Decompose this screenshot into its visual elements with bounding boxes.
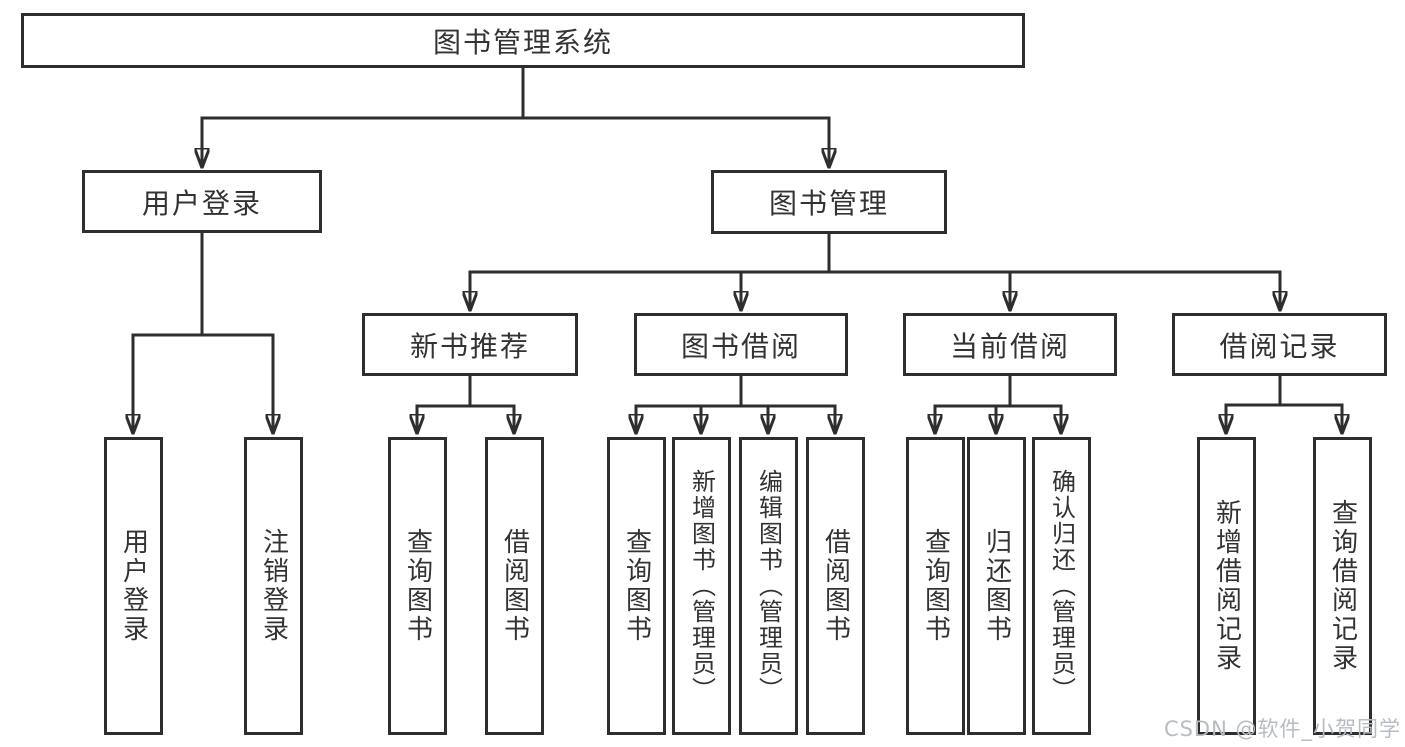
node-borrow-records: 借阅记录 [1172,313,1387,376]
connector-book-mgmt-children [470,232,1280,312]
node-book-borrow: 图书借阅 [634,313,848,376]
leaf-borrow-edit-book: 编辑图书（管理员） [739,437,798,735]
leaf-current-confirm-return: 确认归还（管理员） [1032,437,1091,735]
leaf-records-add: 新增借阅记录 [1197,437,1256,735]
leaf-new-books-query: 查询图书 [388,437,447,735]
leaf-new-books-borrow: 借阅图书 [485,437,544,735]
connector-new-books-children [417,374,514,435]
leaf-borrow-book: 借阅图书 [806,437,865,735]
leaf-borrow-add-book: 新增图书（管理员） [672,437,731,735]
leaf-current-query: 查询图书 [906,437,965,735]
leaf-logout: 注销登录 [244,437,303,735]
leaf-records-query: 查询借阅记录 [1313,437,1372,735]
node-root: 图书管理系统 [21,13,1025,68]
node-user-login: 用户登录 [82,170,322,233]
connector-book-borrow-children [636,374,835,435]
leaf-borrow-query: 查询图书 [607,437,666,735]
leaf-user-login: 用户登录 [104,437,163,735]
connector-root-children [202,66,829,169]
connector-user-login-children [133,231,273,435]
connector-current-borrow-children [935,374,1061,435]
connector-borrow-records-children [1226,374,1342,435]
watermark: CSDN @软件_小贺同学 [1163,717,1401,741]
node-new-books: 新书推荐 [362,313,578,376]
node-book-mgmt: 图书管理 [711,170,947,234]
leaf-current-return: 归还图书 [967,437,1026,735]
node-current-borrow: 当前借阅 [903,313,1117,376]
